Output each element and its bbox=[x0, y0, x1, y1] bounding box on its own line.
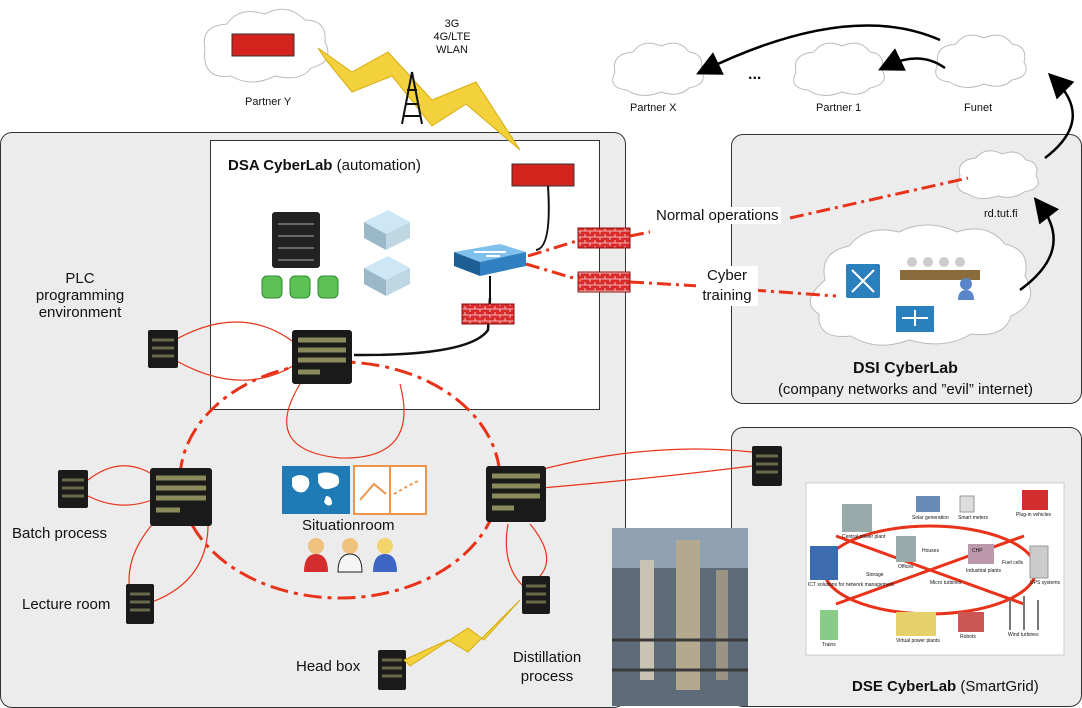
server-rack-icon bbox=[272, 212, 320, 268]
sg-label-trains: Trains bbox=[822, 642, 836, 648]
firewall-icon-1 bbox=[577, 227, 631, 249]
router-dsi-icon bbox=[846, 264, 880, 298]
switch-batch-main bbox=[150, 468, 212, 526]
sg-label-robots: Robots bbox=[960, 634, 976, 640]
switch-lecture bbox=[126, 584, 154, 624]
head-box-label: Head box bbox=[296, 658, 361, 675]
partner-y-label: Partner Y bbox=[245, 96, 292, 108]
normal-operations-label: Normal operations bbox=[654, 207, 781, 224]
situationroom-label: Situationroom bbox=[302, 517, 395, 534]
chart-screen-icon bbox=[353, 465, 427, 515]
database-icon bbox=[261, 275, 339, 299]
firewall-icon-2 bbox=[577, 271, 631, 293]
firewall-icon-3 bbox=[461, 303, 515, 325]
distillation-label: Distillation process bbox=[512, 649, 582, 685]
switch-plc bbox=[148, 330, 178, 368]
cloud-dsi-network bbox=[809, 224, 1032, 346]
cyber-training-label: Cyber training bbox=[696, 266, 758, 306]
dsi-title: DSI CyberLab bbox=[853, 360, 958, 377]
smartgrid-image bbox=[805, 482, 1065, 656]
sg-label-offices: Offices bbox=[898, 564, 914, 570]
ellipsis-label: ... bbox=[748, 66, 762, 83]
sg-label-storage: Storage bbox=[866, 572, 884, 578]
person-icon-1 bbox=[304, 538, 328, 572]
switch-core-ie bbox=[292, 330, 352, 384]
storage-cube-icon-2 bbox=[364, 256, 410, 296]
plc-label: PLC programming environment bbox=[35, 270, 125, 321]
sg-label-fuel: Fuel cells bbox=[1002, 560, 1024, 566]
sg-label-micro: Micro turbines bbox=[930, 580, 962, 586]
switch-right-ring bbox=[486, 466, 546, 522]
sg-label-wind: Wind turbines bbox=[1008, 632, 1039, 638]
batch-process-label: Batch process bbox=[12, 525, 108, 542]
network-device-dsi-icon bbox=[896, 306, 934, 332]
sg-label-meters: Smart meters bbox=[958, 515, 989, 521]
storage-cube-icon-1 bbox=[364, 210, 410, 250]
sg-label-industrial: Industrial plants bbox=[966, 568, 1002, 574]
wireless-bolt-top bbox=[317, 47, 521, 151]
person-icon-3 bbox=[373, 538, 397, 572]
partner-x-label: Partner X bbox=[630, 102, 677, 114]
sg-label-chp: CHP bbox=[972, 548, 983, 554]
core-switch-icon bbox=[454, 244, 526, 276]
dsa-title: DSA CyberLab (automation) bbox=[228, 157, 421, 174]
switch-headbox bbox=[378, 650, 406, 690]
distillation-photo bbox=[612, 528, 748, 706]
cloud-partner-x bbox=[612, 42, 704, 96]
sg-label-plugin: Plug-in vehicles bbox=[1016, 512, 1052, 518]
sg-label-houses: Houses bbox=[922, 548, 939, 554]
antenna-tower-icon bbox=[401, 71, 423, 125]
classroom-icon bbox=[900, 257, 980, 300]
router-partner-y bbox=[231, 33, 295, 57]
sg-label-ict: ICT solutions for network management bbox=[808, 582, 894, 588]
rd-label: rd.tut.fi bbox=[984, 208, 1018, 220]
funet-label: Funet bbox=[964, 102, 993, 114]
switch-batch-left bbox=[58, 470, 88, 508]
person-icon-2 bbox=[337, 538, 363, 573]
world-map-screen-icon bbox=[282, 466, 350, 514]
wireless-label: 3G 4G/LTE WLAN bbox=[433, 18, 471, 56]
cloud-rd bbox=[956, 150, 1039, 200]
dse-title: DSE CyberLab (SmartGrid) bbox=[852, 678, 1039, 695]
cloud-funet bbox=[935, 34, 1027, 88]
cloud-partner-1 bbox=[793, 42, 885, 96]
router-dsa bbox=[511, 163, 575, 187]
wireless-bolt-bottom bbox=[403, 599, 521, 667]
lecture-room-label: Lecture room bbox=[22, 596, 111, 613]
switch-distillation bbox=[522, 576, 550, 614]
dsi-subtitle: (company networks and ”evil” internet) bbox=[777, 381, 1034, 398]
sg-label-central: Central power plant bbox=[842, 534, 886, 540]
switch-dse bbox=[752, 446, 782, 486]
sg-label-solar: Solar generation bbox=[912, 515, 949, 521]
sg-label-vpp: Virtual power plants bbox=[896, 638, 940, 644]
partner-1-label: Partner 1 bbox=[816, 102, 862, 114]
sg-label-ups: UPS systems bbox=[1030, 580, 1061, 586]
